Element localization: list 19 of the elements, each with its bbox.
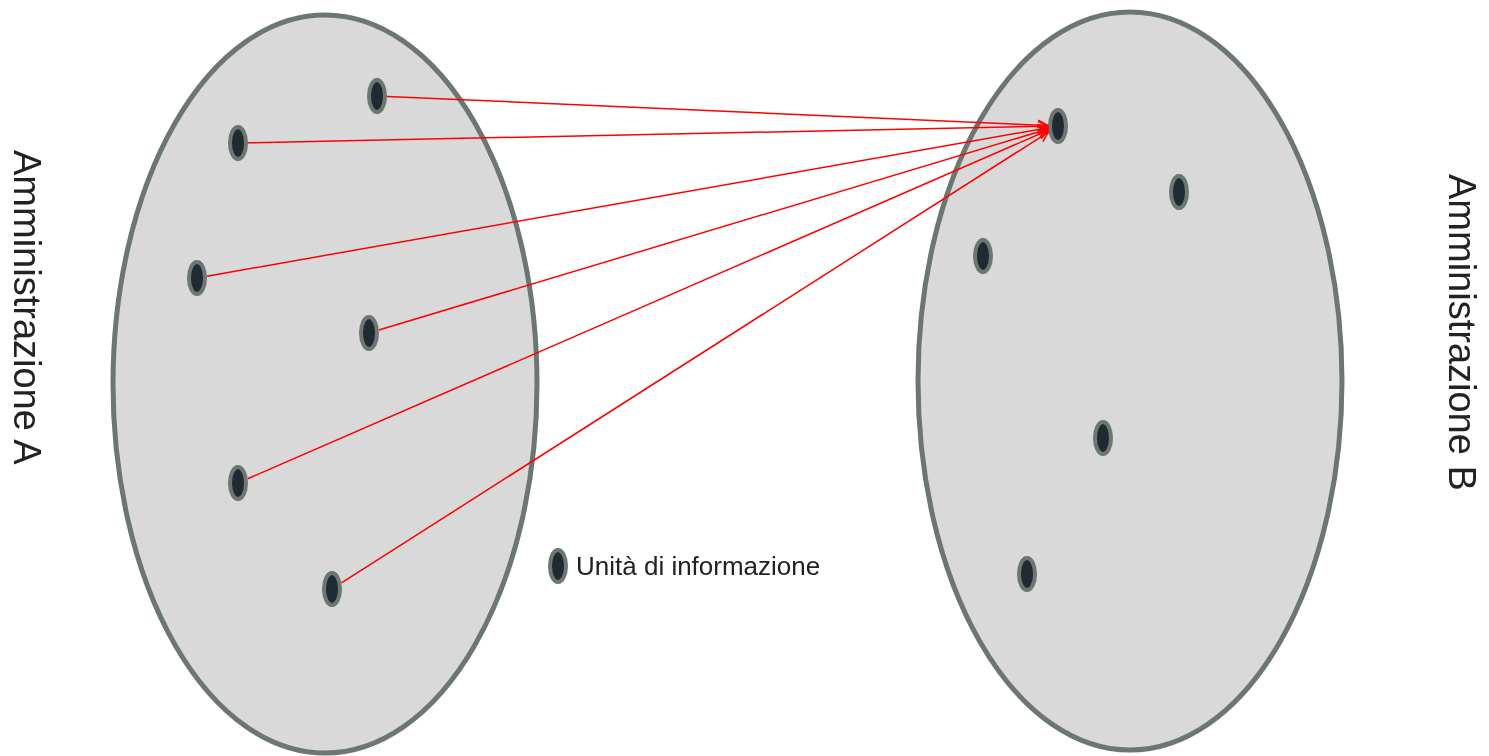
set-label: Amministrazione A (8, 150, 46, 465)
arrow (247, 120, 1049, 144)
data-point (1091, 418, 1115, 458)
data-point (185, 258, 209, 298)
data-point (226, 463, 250, 503)
data-point (320, 569, 344, 609)
data-point (1167, 172, 1191, 212)
legend-label: Unità di informazione (576, 550, 821, 582)
arrow (340, 131, 1050, 584)
data-point (971, 236, 995, 276)
arrow (206, 123, 1049, 277)
arrow (378, 126, 1049, 331)
arrow (246, 128, 1050, 480)
set-label: Amministrazione B (1443, 174, 1481, 491)
data-point (226, 123, 250, 163)
data-point (365, 76, 389, 116)
data-point (357, 313, 381, 353)
data-point (1015, 554, 1039, 594)
data-point (1046, 106, 1070, 146)
